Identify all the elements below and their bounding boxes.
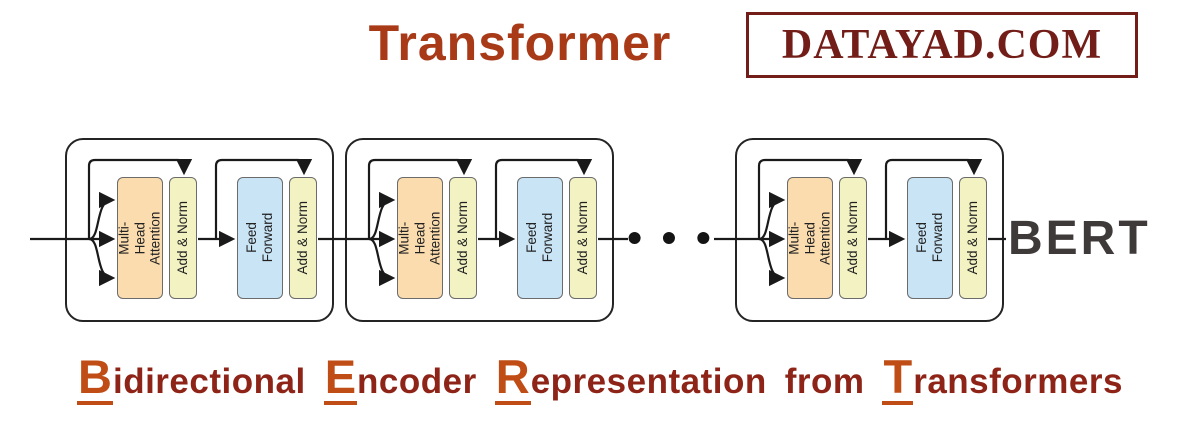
feed-forward-box: Feed Forward (517, 177, 563, 299)
multi-head-attention-box: Multi-Head Attention (397, 177, 443, 299)
add-norm-box: Add & Norm (959, 177, 987, 299)
caption-word-rest: idirectional (112, 362, 306, 401)
caption-lead-letter: T (882, 352, 914, 406)
add-norm-label: Add & Norm (295, 201, 311, 275)
caption-lead-letter: B (77, 352, 113, 406)
encoder-block-2: Multi-Head Attention Add & Norm Feed For… (345, 138, 614, 322)
feed-forward-label: Feed Forward (524, 213, 556, 263)
add-norm-box: Add & Norm (569, 177, 597, 299)
multi-head-attention-box: Multi-Head Attention (787, 177, 833, 299)
multi-head-attention-label: Multi-Head Attention (786, 211, 833, 265)
caption-word: Encoder (323, 352, 477, 406)
encoder-block-1: Multi-Head Attention Add & Norm Feed For… (65, 138, 334, 322)
feed-forward-label: Feed Forward (914, 213, 946, 263)
add-norm-box: Add & Norm (289, 177, 317, 299)
caption-word-rest: ncoder (357, 362, 477, 401)
brand-logo-box: DATAYAD.COM (746, 12, 1138, 78)
add-norm-label: Add & Norm (845, 201, 861, 275)
feed-forward-box: Feed Forward (907, 177, 953, 299)
add-norm-label: Add & Norm (455, 201, 471, 275)
multi-head-attention-label: Multi-Head Attention (396, 211, 443, 265)
caption-lead-letter: E (323, 352, 358, 406)
caption-word: Representation (494, 352, 767, 406)
caption-word-rest: from (784, 362, 865, 401)
multi-head-attention-label: Multi-Head Attention (116, 211, 163, 265)
add-norm-box: Add & Norm (839, 177, 867, 299)
caption-word: Transformers (882, 352, 1122, 406)
ellipsis-dots: • • • (627, 214, 715, 261)
add-norm-box: Add & Norm (449, 177, 477, 299)
caption-word-rest: ransformers (913, 362, 1123, 401)
add-norm-box: Add & Norm (169, 177, 197, 299)
feed-forward-box: Feed Forward (237, 177, 283, 299)
brand-logo-text: DATAYAD.COM (781, 22, 1103, 68)
encoder-block-3: Multi-Head Attention Add & Norm Feed For… (735, 138, 1004, 322)
caption-word-rest: epresentation (530, 362, 767, 401)
caption-word: from (785, 362, 865, 401)
caption-word: Bidirectional (77, 352, 306, 406)
caption: Bidirectional Encoder Representation from Tr… (0, 352, 1200, 406)
page-title: Transformer (368, 15, 672, 71)
caption-lead-letter: R (494, 352, 531, 406)
add-norm-label: Add & Norm (965, 201, 981, 275)
model-name-label: BERT (1008, 212, 1151, 265)
multi-head-attention-box: Multi-Head Attention (117, 177, 163, 299)
feed-forward-label: Feed Forward (244, 213, 276, 263)
add-norm-label: Add & Norm (575, 201, 591, 275)
add-norm-label: Add & Norm (175, 201, 191, 275)
